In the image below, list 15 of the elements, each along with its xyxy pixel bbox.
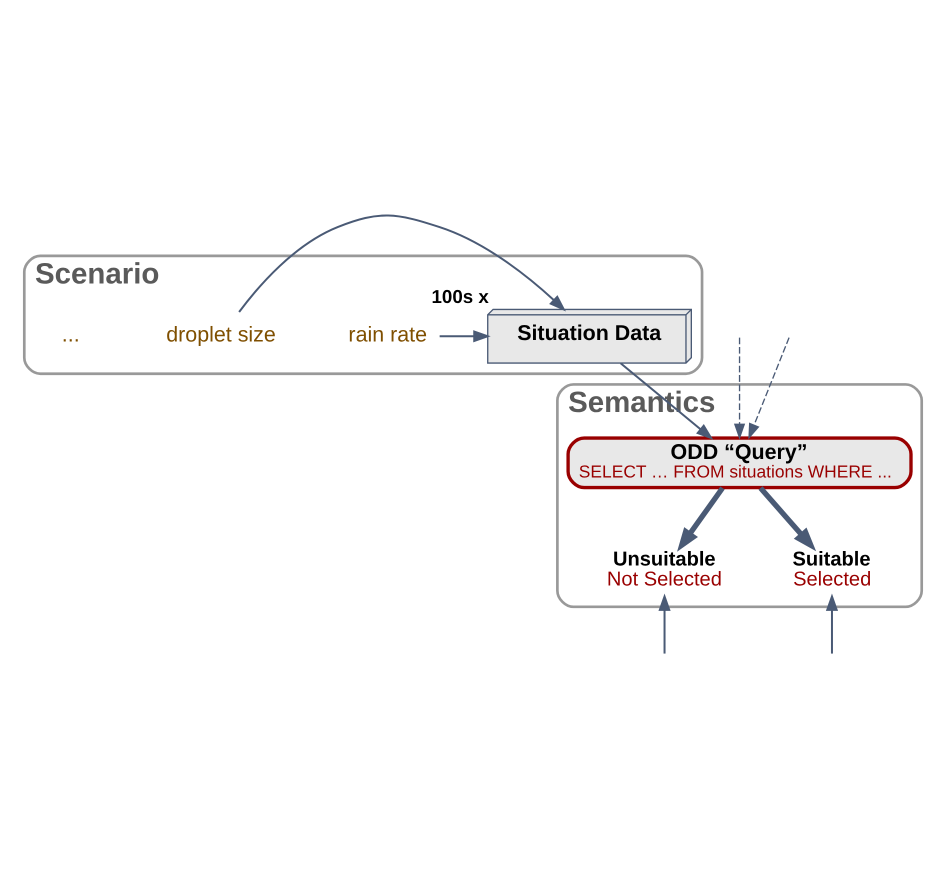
arrow bbox=[758, 486, 816, 552]
arrow bbox=[734, 338, 746, 440]
node-box: ODD “Query” SELECT … FROM situations WHERE ... bbox=[566, 436, 913, 490]
arrow bbox=[440, 330, 491, 342]
node-label: 100s x bbox=[431, 286, 489, 308]
arrow bbox=[677, 486, 725, 552]
node-text: droplet size bbox=[166, 322, 276, 346]
node-text: Suitable Selected bbox=[792, 548, 872, 590]
node-text: rain rate bbox=[348, 322, 428, 346]
arrow bbox=[748, 337, 790, 440]
arrow bbox=[658, 593, 671, 654]
node-text: Unsuitable Not Selected bbox=[606, 548, 722, 590]
label: ... bbox=[62, 322, 80, 346]
arrow bbox=[826, 593, 838, 654]
arrow bbox=[238, 214, 566, 313]
